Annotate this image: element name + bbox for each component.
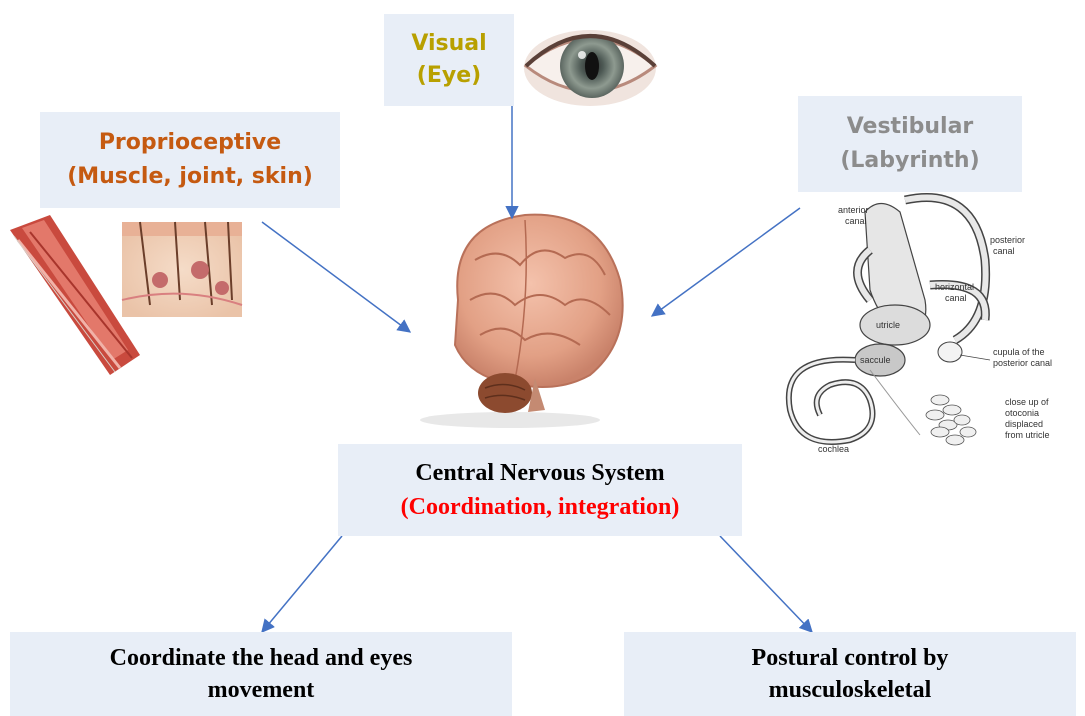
ear-label-close-up: close up of	[1005, 397, 1049, 407]
cns-box: Central Nervous System (Coordination, in…	[338, 444, 742, 536]
ear-label-otoconia: otoconia	[1005, 408, 1039, 418]
visual-title: Visual	[411, 28, 486, 60]
output-postural-line2: musculoskeletal	[769, 674, 932, 706]
muscle-image	[10, 215, 140, 375]
eye-image	[524, 30, 656, 106]
brain-image	[420, 215, 623, 428]
ear-label-posterior-canal: canal	[993, 246, 1015, 256]
ear-label-saccule: saccule	[860, 355, 891, 365]
ear-label-posterior: posterior	[990, 235, 1025, 245]
output-postural-line1: Postural control by	[752, 642, 949, 674]
ear-label-horizontal: horizontal	[935, 282, 974, 292]
arrow-vestibular-to-cns	[652, 208, 800, 316]
cns-subtitle: (Coordination, integration)	[401, 490, 680, 524]
ear-label-from-utricle: from utricle	[1005, 430, 1050, 440]
vestibular-subtitle: (Labyrinth)	[840, 144, 979, 178]
ear-label-anterior: anterior	[838, 205, 869, 215]
ear-label-cupula: cupula of the	[993, 347, 1045, 357]
output-postural-box: Postural control by musculoskeletal	[624, 632, 1076, 716]
output-head-eyes-line2: movement	[208, 674, 315, 706]
ear-label-utricle: utricle	[876, 320, 900, 330]
proprioceptive-box: Proprioceptive (Muscle, joint, skin)	[40, 112, 340, 208]
proprioceptive-subtitle: (Muscle, joint, skin)	[67, 160, 313, 194]
arrow-cns-to-postural	[720, 536, 812, 632]
cns-title: Central Nervous System	[415, 456, 664, 490]
ear-label-displaced: displaced	[1005, 419, 1043, 429]
ear-label-cochlea: cochlea	[818, 444, 849, 454]
inner-ear-diagram: anterior canal posterior canal horizonta…	[789, 198, 1052, 455]
ear-label-cupula-2: posterior canal	[993, 358, 1052, 368]
ear-label-anterior-canal: canal	[845, 216, 867, 226]
ear-label-horizontal-canal: canal	[945, 293, 967, 303]
visual-subtitle: (Eye)	[417, 60, 481, 92]
arrow-cns-to-head-eyes	[262, 536, 342, 632]
proprioceptive-title: Proprioceptive	[99, 126, 281, 160]
vestibular-box: Vestibular (Labyrinth)	[798, 96, 1022, 192]
output-head-eyes-line1: Coordinate the head and eyes	[110, 642, 413, 674]
skin-image	[122, 222, 242, 317]
visual-box: Visual (Eye)	[384, 14, 514, 106]
vestibular-title: Vestibular	[847, 110, 974, 144]
arrow-proprioceptive-to-cns	[262, 222, 410, 332]
output-head-eyes-box: Coordinate the head and eyes movement	[10, 632, 512, 716]
